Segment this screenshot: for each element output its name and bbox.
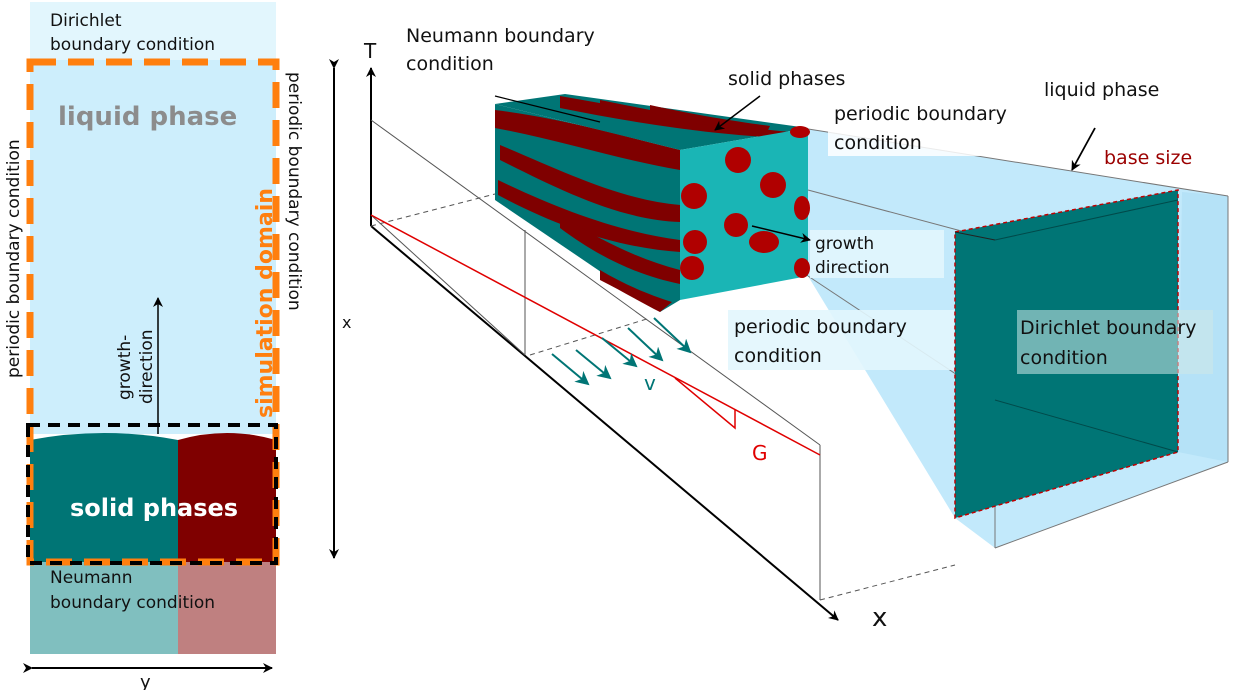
plane-outline bbox=[370, 214, 526, 356]
front-spot bbox=[790, 126, 810, 138]
left-neumann-label-2: boundary condition bbox=[50, 593, 215, 613]
left-solid-phases-label: solid phases bbox=[70, 494, 238, 522]
front-spot bbox=[794, 196, 810, 220]
left-periodic-left-label: periodic boundary condition bbox=[4, 139, 24, 378]
side-lamella bbox=[500, 145, 680, 222]
simulation-domain-border bbox=[26, 58, 280, 566]
liquid-box-edge bbox=[994, 461, 1229, 549]
dirichlet-label-2: condition bbox=[1020, 347, 1108, 369]
base-size-face-edge bbox=[994, 199, 1179, 241]
left-solid-teal bbox=[30, 433, 178, 562]
plane-dashed-edge bbox=[529, 317, 651, 356]
periodic-top-label-2: condition bbox=[834, 132, 922, 154]
left-simulation-domain-label: simulation domain bbox=[253, 188, 278, 418]
front-spot bbox=[760, 172, 786, 198]
plane-dashed-edge bbox=[370, 193, 496, 227]
left-dirichlet-label-1: Dirichlet bbox=[50, 11, 122, 31]
base-size-label: base size bbox=[1104, 147, 1192, 169]
neumann-label-1: Neumann boundary bbox=[406, 25, 595, 47]
velocity-arrow bbox=[601, 337, 638, 368]
growth-direction-label-2: direction bbox=[815, 258, 890, 278]
periodic-mid-label-1: periodic boundary bbox=[734, 316, 907, 338]
left-liquid-phase-label: liquid phase bbox=[58, 102, 237, 132]
neumann-pointer bbox=[494, 95, 601, 123]
liquid-phase-label: liquid phase bbox=[1044, 79, 1159, 101]
periodic-top-label-1: periodic boundary bbox=[834, 103, 1007, 125]
left-y-axis-label: y bbox=[140, 672, 151, 690]
x-axis-arrow bbox=[370, 225, 839, 621]
periodic-top-label-bg bbox=[828, 96, 1042, 156]
neumann-label-2: condition bbox=[406, 53, 494, 75]
left-neumann-label-1: Neumann bbox=[50, 568, 132, 588]
front-spot bbox=[794, 258, 810, 278]
front-spot bbox=[683, 230, 707, 254]
left-panel: Dirichlet boundary condition liquid phas… bbox=[4, 2, 351, 690]
periodic-mid-label-bg bbox=[728, 310, 954, 370]
left-dirichlet-label-2: boundary condition bbox=[50, 35, 215, 55]
periodic-mid-label-2: condition bbox=[734, 345, 822, 367]
left-liquid-region bbox=[30, 2, 276, 434]
velocity-arrow bbox=[653, 317, 692, 354]
growth-direction-label-1: growth bbox=[815, 234, 874, 254]
base-size-face-edge bbox=[994, 399, 1179, 453]
gradient-label: G bbox=[752, 441, 768, 465]
front-spot bbox=[724, 213, 748, 237]
left-dirichlet-strip bbox=[30, 2, 276, 60]
front-spot bbox=[725, 147, 751, 173]
left-solid-red bbox=[178, 433, 276, 562]
solid-block bbox=[495, 94, 810, 312]
solid-block-front-face bbox=[680, 128, 808, 300]
velocity-arrow bbox=[575, 349, 612, 380]
solid-region-border bbox=[26, 423, 278, 565]
side-lamella bbox=[495, 110, 680, 170]
front-spot bbox=[680, 256, 704, 280]
velocity-arrow bbox=[551, 353, 590, 386]
velocity-arrows bbox=[551, 317, 692, 386]
left-x-axis-label: x bbox=[342, 313, 351, 332]
liquid-phase-pointer bbox=[1071, 127, 1096, 171]
left-neumann-teal bbox=[30, 562, 178, 654]
left-growth-label-1: growth- bbox=[115, 335, 135, 400]
dirichlet-label-bg bbox=[1017, 310, 1213, 374]
side-lamella bbox=[498, 180, 680, 252]
dirichlet-label-1: Dirichlet boundary bbox=[1020, 317, 1196, 339]
growth-direction-pointer bbox=[751, 225, 811, 243]
velocity-label: v bbox=[644, 371, 656, 395]
side-lamella bbox=[560, 215, 680, 284]
left-growth-label-2: direction bbox=[137, 330, 157, 405]
plane-outline bbox=[370, 119, 821, 446]
T-axis-label: T bbox=[363, 39, 377, 63]
x-axis-label: x bbox=[872, 603, 887, 633]
plane-dashed-edge bbox=[819, 564, 956, 601]
solid-phases-pointer bbox=[714, 95, 761, 131]
right-panel: T x G v bbox=[363, 25, 1229, 633]
left-neumann-red bbox=[178, 562, 276, 654]
growth-label-bg bbox=[810, 230, 944, 278]
front-spot bbox=[749, 231, 779, 253]
side-lamella bbox=[600, 270, 672, 312]
gradient-triangle bbox=[674, 377, 736, 430]
left-periodic-right-label: periodic boundary condition bbox=[284, 72, 304, 311]
velocity-arrow bbox=[627, 327, 664, 362]
base-size-face-edge bbox=[954, 231, 996, 241]
solid-phases-label: solid phases bbox=[728, 68, 845, 90]
top-lamella bbox=[650, 105, 770, 130]
front-spot bbox=[681, 183, 707, 209]
temperature-gradient-line bbox=[370, 214, 821, 456]
